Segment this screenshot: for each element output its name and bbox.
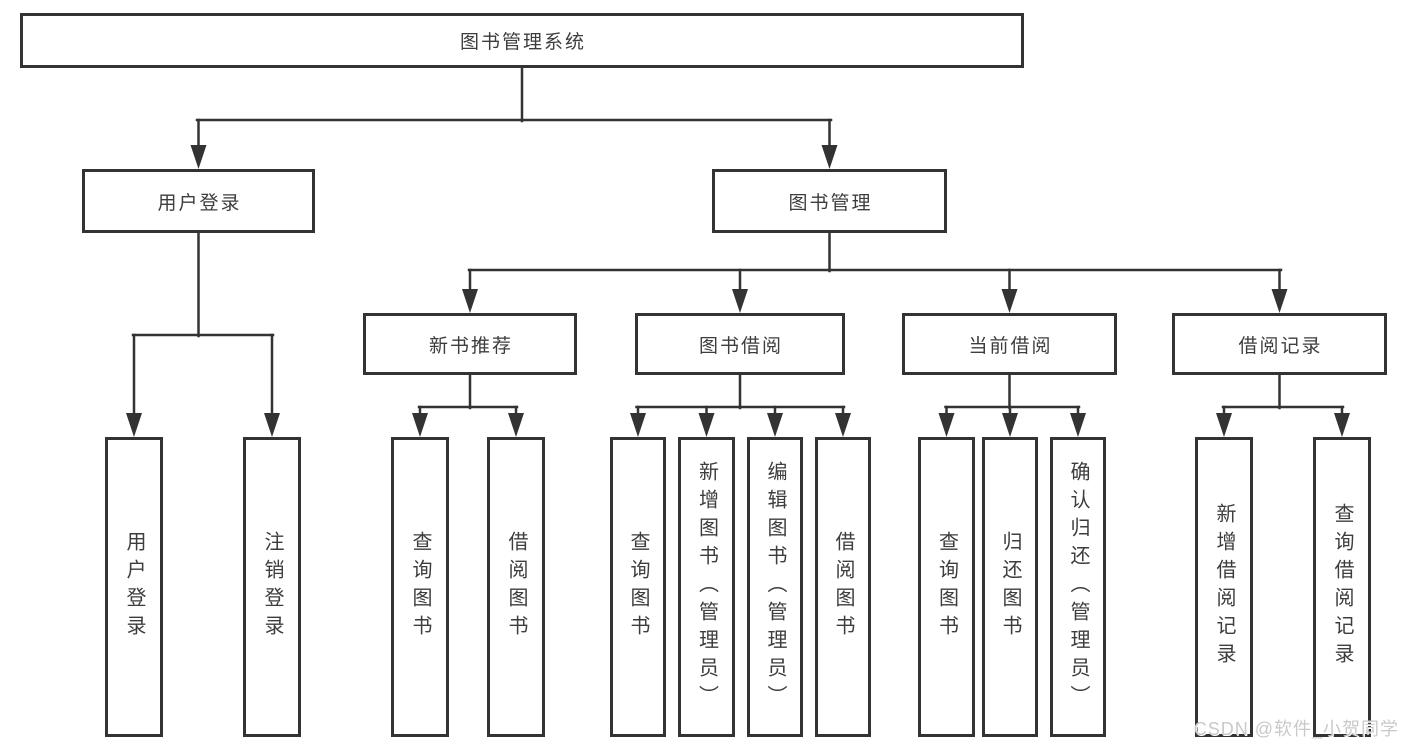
node-edit-book-admin: 编辑图书（管理员） [747, 437, 803, 737]
node-new-book-recommendation: 新书推荐 [363, 313, 577, 375]
node-book-management: 图书管理 [712, 169, 947, 233]
node-book-borrowing: 图书借阅 [635, 313, 845, 375]
node-library-management-system: 图书管理系统 [20, 13, 1024, 68]
node-query-books-2: 查询图书 [610, 437, 666, 737]
node-confirm-return-admin: 确认归还（管理员） [1050, 437, 1106, 737]
node-user-login-leaf: 用户登录 [105, 437, 163, 737]
node-query-books-1: 查询图书 [391, 437, 449, 737]
node-query-books-3: 查询图书 [918, 437, 975, 737]
csdn-watermark: CSDN @软件_小贺同学 [1193, 719, 1399, 739]
node-add-book-admin: 新增图书（管理员） [678, 437, 735, 737]
node-borrow-books-1: 借阅图书 [487, 437, 545, 737]
node-return-books: 归还图书 [982, 437, 1038, 737]
node-user-login: 用户登录 [82, 169, 315, 233]
node-add-borrow-record: 新增借阅记录 [1195, 437, 1253, 737]
node-borrowing-records: 借阅记录 [1172, 313, 1387, 375]
node-query-borrow-record: 查询借阅记录 [1313, 437, 1371, 737]
node-current-borrowing: 当前借阅 [902, 313, 1117, 375]
node-logout-leaf: 注销登录 [243, 437, 301, 737]
node-borrow-books-2: 借阅图书 [815, 437, 871, 737]
